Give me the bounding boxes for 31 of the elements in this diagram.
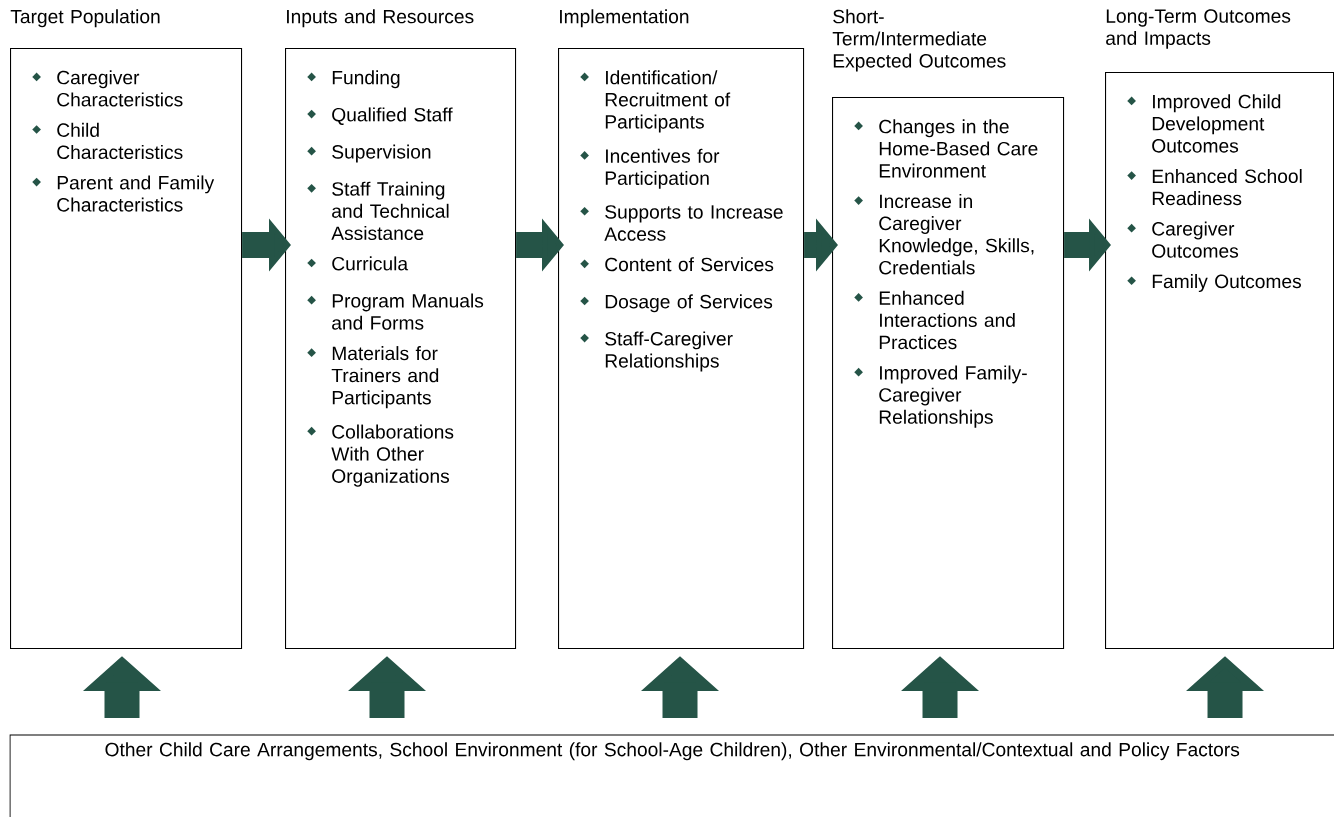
bullet-item: Staff Training and Technical Assistance <box>307 181 449 241</box>
bullet-item: Enhanced Interactions and Practices <box>854 290 1015 350</box>
bullet-item: Collaborations With Other Organizations <box>307 424 454 487</box>
bullet-item: Improved Family-Caregiver Relationships <box>854 365 1027 428</box>
column-heading: Long-Term Outcomes and Impacts <box>1106 9 1291 49</box>
bullet-item: Identification/ Recruitment of Participants <box>580 70 731 133</box>
bullet-item: Curricula <box>307 256 409 271</box>
bullet-item: Supervision <box>307 144 431 163</box>
bullet-item: Increase in Caregiver Knowledge, Skills, Credentials <box>854 193 1034 275</box>
bullet-item: Content of Services <box>580 257 774 272</box>
bullet-item: Incentives for Participation <box>580 148 720 189</box>
bullet-item: Changes in the Home-Based Care Environment <box>854 119 1038 178</box>
bullet-item: Qualified Staff <box>307 107 453 125</box>
factors-box: Other Child Care Arrangements, School Environment (for School-Age Children), Other Environmental/Contextual and Policy Factors <box>9 734 1334 817</box>
bullet-item: Staff-Caregiver Relationships <box>580 331 733 372</box>
column-heading: Implementation <box>560 9 689 28</box>
bullet-item: Caregiver Characteristics <box>32 70 183 107</box>
column-heading: Short-Term/Intermediate Expected Outcomes <box>832 9 1006 72</box>
column-heading: Inputs and Resources <box>287 9 474 28</box>
bullet-item: Family Outcomes <box>1127 274 1301 292</box>
bullet-item: Program Manuals and Forms <box>307 293 484 330</box>
bullet-item: Materials for Trainers and Participants <box>307 346 439 409</box>
bullet-item: Improved Child Development Outcomes <box>1127 94 1281 153</box>
bullet-item: Parent and Family Characteristics <box>32 175 215 212</box>
bullet-item: Dosage of Services <box>580 294 773 313</box>
bullet-item: Supports to Increase Access <box>580 205 783 241</box>
bullet-item: Child Characteristics <box>32 122 183 160</box>
bullet-item: Caregiver Outcomes <box>1127 221 1239 258</box>
bullet-item: Enhanced School Readiness <box>1127 168 1302 206</box>
bullet-item: Funding <box>307 70 400 89</box>
column-heading: Target Population <box>10 9 160 28</box>
